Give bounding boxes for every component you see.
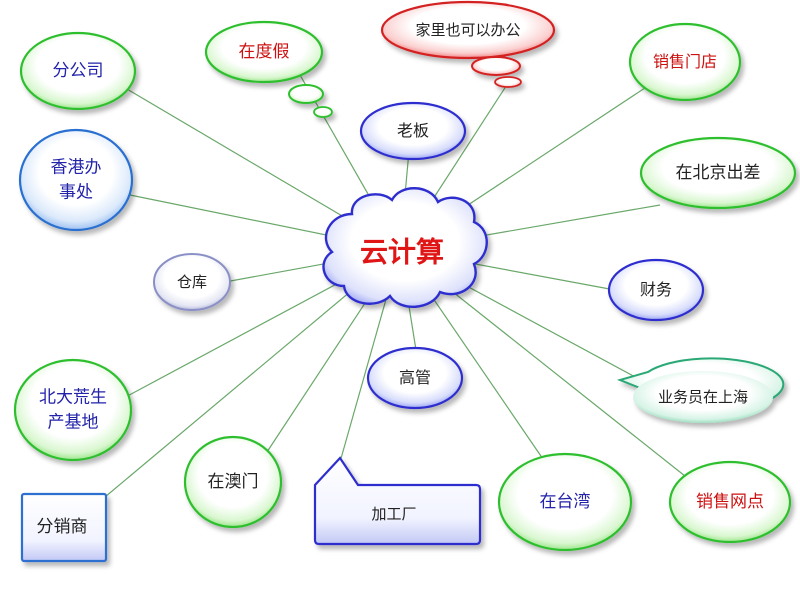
- node-beijing-trip: [639, 136, 797, 210]
- salesperson-shanghai-label-line: 业务员在上海: [658, 388, 748, 406]
- node-beidahuang-base: [13, 358, 133, 462]
- node-salesperson-shanghai-label: 业务员在上海: [658, 388, 748, 406]
- node-distributor: [20, 492, 108, 563]
- boss-label-line: 老板: [397, 121, 429, 140]
- node-in-taiwan: [497, 452, 633, 552]
- node-sales-store-label: 销售门店: [653, 52, 717, 71]
- thought-bubble-dot-large: [471, 56, 521, 76]
- node-in-taiwan-label: 在台湾: [540, 492, 591, 512]
- beijing-trip-label-line: 在北京出差: [676, 163, 761, 183]
- work-from-home-label-line: 家里也可以办公: [415, 21, 520, 39]
- warehouse-label-line: 仓库: [177, 273, 207, 291]
- node-salesperson-shanghai: [616, 357, 785, 423]
- node-branch-office-label: 分公司: [53, 61, 104, 81]
- sales-outlet-label-line: 销售网点: [696, 492, 764, 512]
- node-senior-management-label: 高管: [399, 368, 431, 387]
- node-processing-plant-label: 加工厂: [371, 505, 416, 523]
- branch-office-label-line: 分公司: [53, 61, 104, 81]
- node-work-from-home: [380, 0, 556, 88]
- node-beidahuang-base-label: 北大荒生产基地: [39, 388, 107, 433]
- distributor-label-line: 分销商: [37, 517, 88, 537]
- node-senior-management: [366, 346, 464, 410]
- node-warehouse-label: 仓库: [177, 273, 207, 291]
- in-macau-label-line: 在澳门: [208, 472, 259, 492]
- node-sales-store: [628, 22, 742, 102]
- hong-kong-office-label-line: 事处: [59, 182, 93, 202]
- node-in-macau: [183, 435, 283, 529]
- center-label: 云计算: [360, 236, 444, 269]
- node-finance: [607, 258, 705, 322]
- node-warehouse: [153, 253, 231, 311]
- sales-store-label-line: 销售门店: [653, 52, 717, 71]
- node-branch-office: [19, 31, 137, 111]
- node-sales-outlet-label: 销售网点: [696, 492, 764, 512]
- thought-bubble-dot-large: [288, 84, 324, 104]
- center-cloud: [322, 187, 488, 309]
- beidahuang-base-label-line: 产基地: [48, 412, 99, 432]
- node-processing-plant: [313, 456, 482, 546]
- node-work-from-home-label: 家里也可以办公: [415, 21, 520, 39]
- node-distributor-label: 分销商: [37, 517, 88, 537]
- node-boss: [359, 101, 467, 161]
- node-vacation-label: 在度假: [239, 42, 290, 62]
- senior-management-label-line: 高管: [399, 368, 431, 387]
- thought-bubble-dot-small: [313, 106, 333, 118]
- node-in-macau-label: 在澳门: [208, 472, 259, 492]
- node-vacation: [204, 20, 333, 118]
- node-sales-outlet: [668, 460, 792, 544]
- processing-plant-label-line: 加工厂: [371, 505, 416, 523]
- thought-bubble-dot-small: [494, 76, 522, 88]
- node-beijing-trip-label: 在北京出差: [676, 163, 761, 183]
- in-taiwan-label-line: 在台湾: [540, 492, 591, 512]
- beidahuang-base-label-line: 北大荒生: [39, 388, 107, 408]
- vacation-label-line: 在度假: [239, 42, 290, 62]
- finance-label-line: 财务: [640, 280, 672, 299]
- node-hong-kong-office-label: 香港办事处: [51, 158, 102, 203]
- hong-kong-office-label-line: 香港办: [51, 158, 102, 178]
- node-hong-kong-office: [18, 128, 134, 232]
- node-finance-label: 财务: [640, 280, 672, 299]
- node-boss-label: 老板: [397, 121, 429, 140]
